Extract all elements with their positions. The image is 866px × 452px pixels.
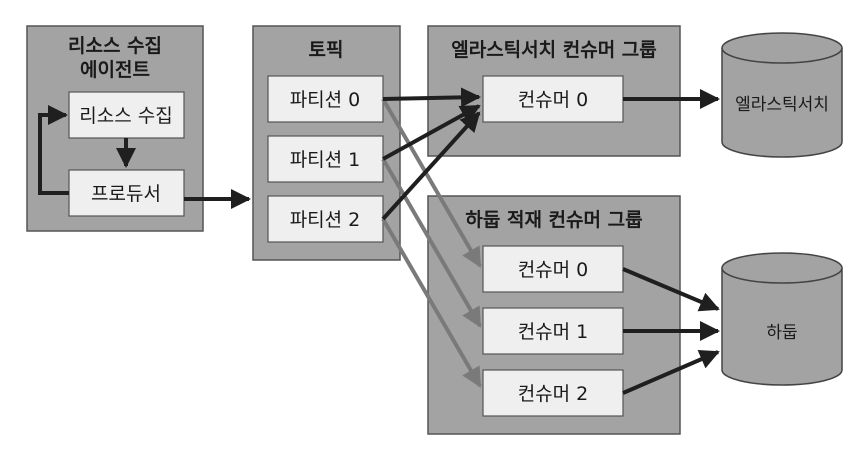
hadoop-consumer-2-label: 컨슈머 2 [518, 383, 589, 405]
producer-label: 프로듀서 [91, 183, 161, 205]
arrow-producer-loop [38, 105, 69, 195]
es-consumer-0-label: 컨슈머 0 [518, 89, 589, 111]
collector-box: 리소스 수집 [68, 91, 185, 139]
partition-1-box: 파티션 1 [267, 135, 384, 183]
dark-arrows [38, 87, 720, 395]
hadoop-consumer-1-box: 컨슈머 1 [482, 307, 624, 355]
elasticsearch-label: 엘라스틱서치 [735, 95, 829, 115]
arrow-p0-to-es-c0 [382, 87, 481, 108]
hadoop-consumer-0-box: 컨슈머 0 [482, 245, 624, 293]
partition-0-label: 파티션 0 [290, 89, 361, 111]
hadoop-consumer-1-label: 컨슈머 1 [518, 321, 589, 343]
hadoop-group-title: 하둡 적재 컨슈머 그룹 [465, 209, 642, 231]
collector-label: 리소스 수집 [79, 105, 172, 127]
arrow-hadoop-c0-to-hadoop [622, 267, 720, 312]
partition-2-box: 파티션 2 [267, 195, 384, 243]
es-consumer-0-box: 컨슈머 0 [482, 75, 624, 123]
arrow-p0-to-hadoop-c0 [381, 97, 482, 268]
arrow-p1-to-hadoop-c1 [381, 157, 482, 328]
es-group-title: 엘라스틱서치 컨슈머 그룹 [451, 39, 657, 61]
hadoop-consumer-2-box: 컨슈머 2 [482, 369, 624, 417]
hadoop-db: 하둡 [721, 252, 843, 386]
agent-title-line1: 리소스 수집 [68, 35, 162, 57]
partition-2-label: 파티션 2 [290, 209, 361, 231]
elasticsearch-db: 엘라스틱서치 [721, 32, 843, 158]
hadoop-label: 하둡 [766, 323, 797, 343]
es-consumer-group-panel: 엘라스틱서치 컨슈머 그룹 [427, 25, 681, 157]
agent-title-line2: 에이전트 [80, 59, 150, 81]
hadoop-consumer-0-label: 컨슈머 0 [518, 259, 589, 281]
topic-title: 토픽 [309, 39, 344, 61]
partition-0-box: 파티션 0 [267, 75, 384, 123]
arrow-hadoop-c2-to-hadoop [622, 349, 720, 395]
gray-arrows [381, 97, 482, 388]
partition-1-label: 파티션 1 [290, 149, 361, 171]
arrow-p2-to-es-c0 [381, 111, 481, 221]
producer-box: 프로듀서 [68, 169, 185, 217]
arrow-p2-to-hadoop-c2 [381, 217, 482, 388]
